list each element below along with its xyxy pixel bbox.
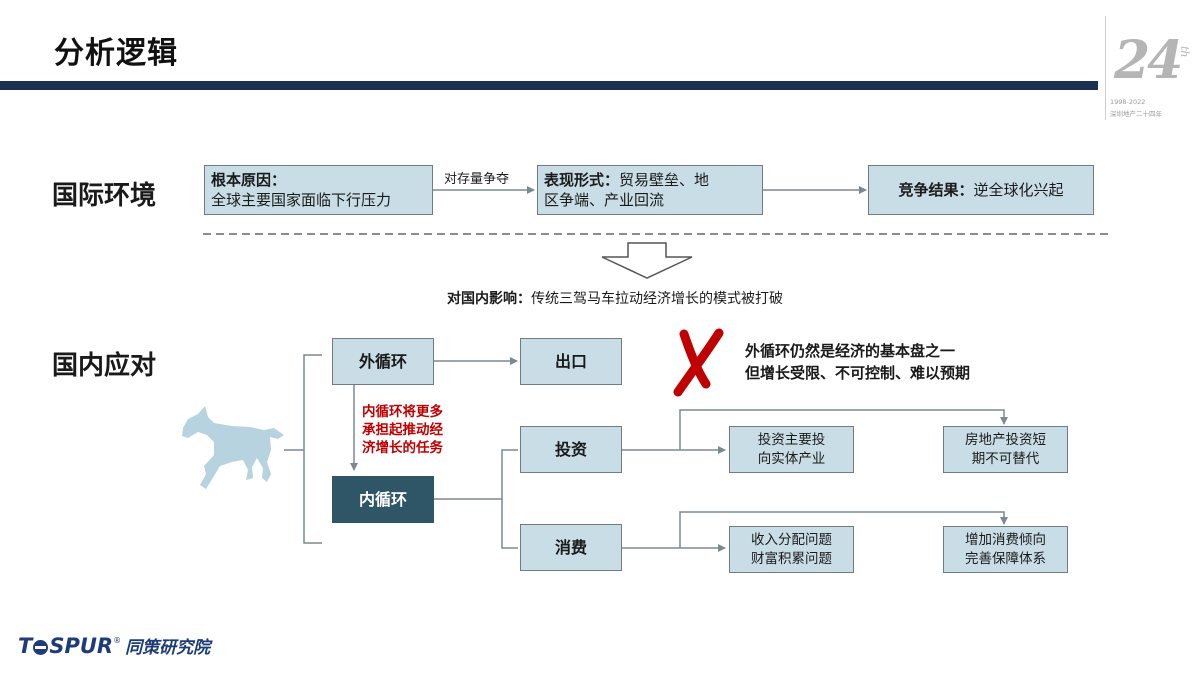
outer-loop-box: 外循环 bbox=[332, 338, 434, 385]
anniversary-years: 1998-2022 bbox=[1110, 98, 1146, 106]
consume-sub2-line2: 完善保障体系 bbox=[965, 550, 1046, 567]
tospur-logo: T SPUR ® 同策研究院 bbox=[18, 633, 210, 658]
anniversary-number: 24 bbox=[1114, 30, 1183, 91]
invest-sub1-box: 投资主要投 向实体产业 bbox=[729, 426, 854, 473]
consume-sub1-line2: 财富积累问题 bbox=[751, 550, 832, 567]
inner-loop-note: 内循环将更多 承担起推动经 济增长的任务 bbox=[362, 403, 443, 457]
x-note-line1: 外循环仍然是经济的基本盘之一 bbox=[745, 342, 956, 360]
x-note-line2: 但增长受限、不可控制、难以预期 bbox=[745, 364, 971, 382]
logo-circle-icon bbox=[33, 640, 49, 655]
export-box: 出口 bbox=[520, 338, 622, 385]
result-text: 逆全球化兴起 bbox=[973, 181, 1064, 199]
section-label-international: 国际环境 bbox=[52, 181, 157, 211]
edge-label-stock-competition: 对存量争夺 bbox=[444, 172, 510, 187]
logo-part1: T bbox=[18, 634, 33, 658]
form-title: 表现形式： bbox=[544, 171, 620, 189]
title-bar bbox=[0, 81, 1098, 90]
inner-note-line2: 承担起推动经 bbox=[362, 422, 443, 438]
right-bracket bbox=[501, 449, 518, 549]
outer-loop-note: 外循环仍然是经济的基本盘之一 但增长受限、不可控制、难以预期 bbox=[745, 340, 970, 384]
invest-sub2-box: 房地产投资短 期不可替代 bbox=[943, 426, 1068, 473]
inner-note-line3: 济增长的任务 bbox=[362, 440, 443, 456]
anniversary-suffix: th bbox=[1178, 46, 1191, 58]
inner-loop-box: 内循环 bbox=[332, 476, 434, 523]
consume-sub1-box: 收入分配问题 财富积累问题 bbox=[729, 526, 854, 573]
logo-part2: SPUR bbox=[49, 634, 114, 658]
left-bracket bbox=[303, 354, 322, 544]
impact-statement: 对国内影响：传统三驾马车拉动经济增长的模式被打破 bbox=[447, 288, 783, 308]
logo-registered-mark: ® bbox=[113, 636, 122, 645]
consume-sub2-line1: 增加消费倾向 bbox=[965, 531, 1046, 548]
x-mark-icon bbox=[673, 328, 724, 397]
result-box: 竞争结果：逆全球化兴起 bbox=[868, 165, 1094, 215]
hollow-down-arrow bbox=[601, 242, 693, 279]
impact-title: 对国内影响： bbox=[447, 291, 531, 307]
logo-chinese-name: 同策研究院 bbox=[125, 638, 211, 658]
root-cause-title: 根本原因： bbox=[211, 171, 287, 189]
invest-sub2-line1: 房地产投资短 bbox=[965, 431, 1046, 448]
consume-sub2-box: 增加消费倾向 完善保障体系 bbox=[943, 526, 1068, 573]
result-title: 竞争结果： bbox=[898, 181, 974, 199]
inner-note-line1: 内循环将更多 bbox=[362, 404, 443, 420]
form-text-line1: 贸易壁垒、地 bbox=[619, 171, 710, 189]
impact-text: 传统三驾马车拉动经济增长的模式被打破 bbox=[531, 291, 783, 307]
section-label-domestic: 国内应对 bbox=[52, 351, 157, 381]
consume-sub1-line1: 收入分配问题 bbox=[751, 531, 832, 548]
form-text-line2: 区争端、产业回流 bbox=[544, 191, 665, 209]
consumption-box: 消费 bbox=[520, 524, 622, 571]
form-box: 表现形式：贸易壁垒、地 区争端、产业回流 bbox=[537, 165, 763, 215]
anniversary-logo: 24 th 1998-2022 深圳地产二十四年 bbox=[1104, 14, 1196, 124]
anniversary-text: 深圳地产二十四年 bbox=[1110, 110, 1162, 118]
page-title: 分析逻辑 bbox=[54, 36, 178, 71]
root-cause-text: 全球主要国家面临下行压力 bbox=[211, 191, 392, 209]
root-cause-box: 根本原因： 全球主要国家面临下行压力 bbox=[204, 165, 433, 215]
invest-sub2-line2: 期不可替代 bbox=[971, 450, 1040, 467]
invest-sub1-line1: 投资主要投 bbox=[757, 431, 826, 448]
investment-box: 投资 bbox=[520, 426, 622, 473]
invest-sub1-line2: 向实体产业 bbox=[757, 450, 826, 467]
horse-icon bbox=[182, 406, 284, 489]
anniversary-divider bbox=[1105, 16, 1106, 120]
